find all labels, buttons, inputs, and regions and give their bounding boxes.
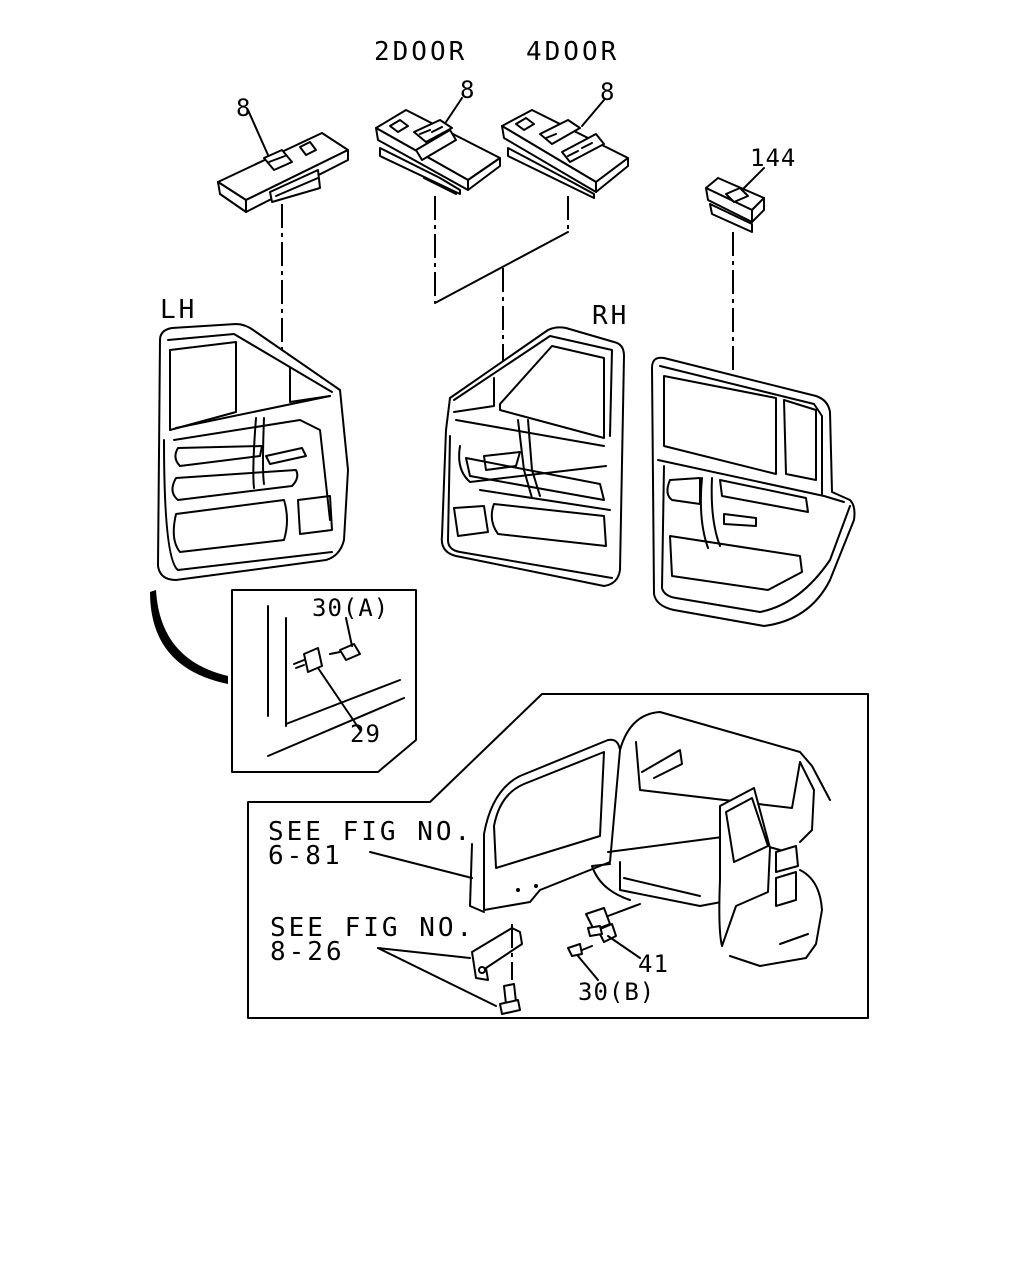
power-window-switch-rear: 144 (705, 144, 796, 233)
label-part-29: 29 (350, 720, 381, 748)
label-rh: RH (592, 301, 629, 331)
label-part-8-4door: 8 (600, 78, 615, 106)
label-4door: 4DOOR (526, 37, 619, 67)
rear-door (651, 356, 856, 627)
label-part-144: 144 (750, 144, 796, 172)
inset-panel-door-striker: 30(A) 29 (231, 589, 417, 773)
label-part-41: 41 (638, 950, 669, 978)
lh-front-door (157, 323, 349, 581)
lower-panel-tailgate: SEE FIG NO. 6-81 SEE FIG NO. 8-26 41 30(… (247, 693, 869, 1019)
label-2door: 2DOOR (374, 37, 467, 67)
callout-arrow (150, 590, 228, 684)
label-see-fig-2-line1: SEE FIG NO. (270, 913, 475, 943)
power-window-switch-lh: 8 (217, 94, 349, 213)
label-see-fig-1-line1: SEE FIG NO. (268, 817, 473, 847)
label-see-fig-1-line2: 6-81 (268, 841, 343, 871)
label-part-8-2door: 8 (460, 76, 475, 104)
label-see-fig-2-line2: 8-26 (270, 937, 345, 967)
label-lh: LH (160, 295, 197, 325)
label-part-30a: 30(A) (312, 594, 389, 622)
label-part-30b: 30(B) (578, 978, 655, 1006)
rh-front-door (440, 326, 625, 587)
power-window-switch-2door: 8 (375, 76, 501, 195)
power-window-switch-4door: 8 (501, 78, 629, 199)
label-part-8-lh: 8 (236, 94, 251, 122)
